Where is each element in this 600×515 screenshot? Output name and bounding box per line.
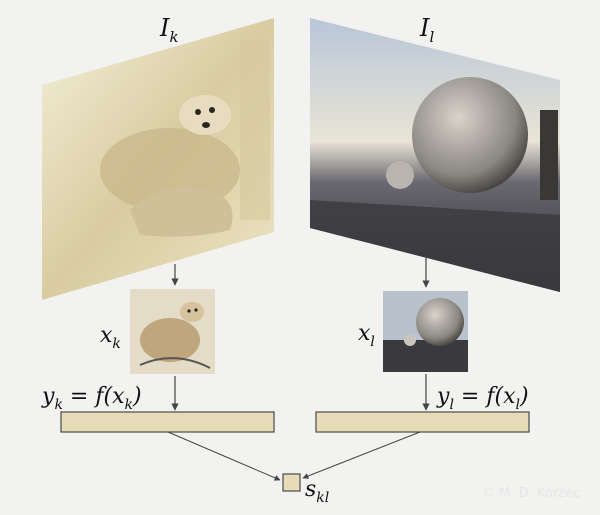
- right-source-image: [310, 18, 560, 292]
- arrow-left-embedding-to-similarity: [167, 431, 281, 481]
- left-crop-label: xk: [100, 323, 121, 352]
- right-embedding-vector: [315, 411, 530, 433]
- right-embedding-equation: yl = f(xl): [436, 384, 529, 413]
- right-crop-image: [383, 291, 468, 372]
- left-crop-image: [130, 289, 215, 374]
- arrow-right-embedding-to-similarity: [302, 431, 421, 479]
- left-embedding-equation: yk = f(xk): [41, 384, 142, 413]
- left-embedding-vector: [60, 411, 275, 433]
- copyright-notice: © M. D. Korzec: [482, 486, 580, 501]
- right-crop-label: xl: [358, 321, 375, 350]
- similarity-node: [282, 473, 301, 492]
- left-source-image: [42, 18, 274, 300]
- left-image-label: Ik: [159, 14, 179, 46]
- right-image-label: Il: [419, 14, 434, 46]
- similarity-label: skl: [305, 477, 329, 506]
